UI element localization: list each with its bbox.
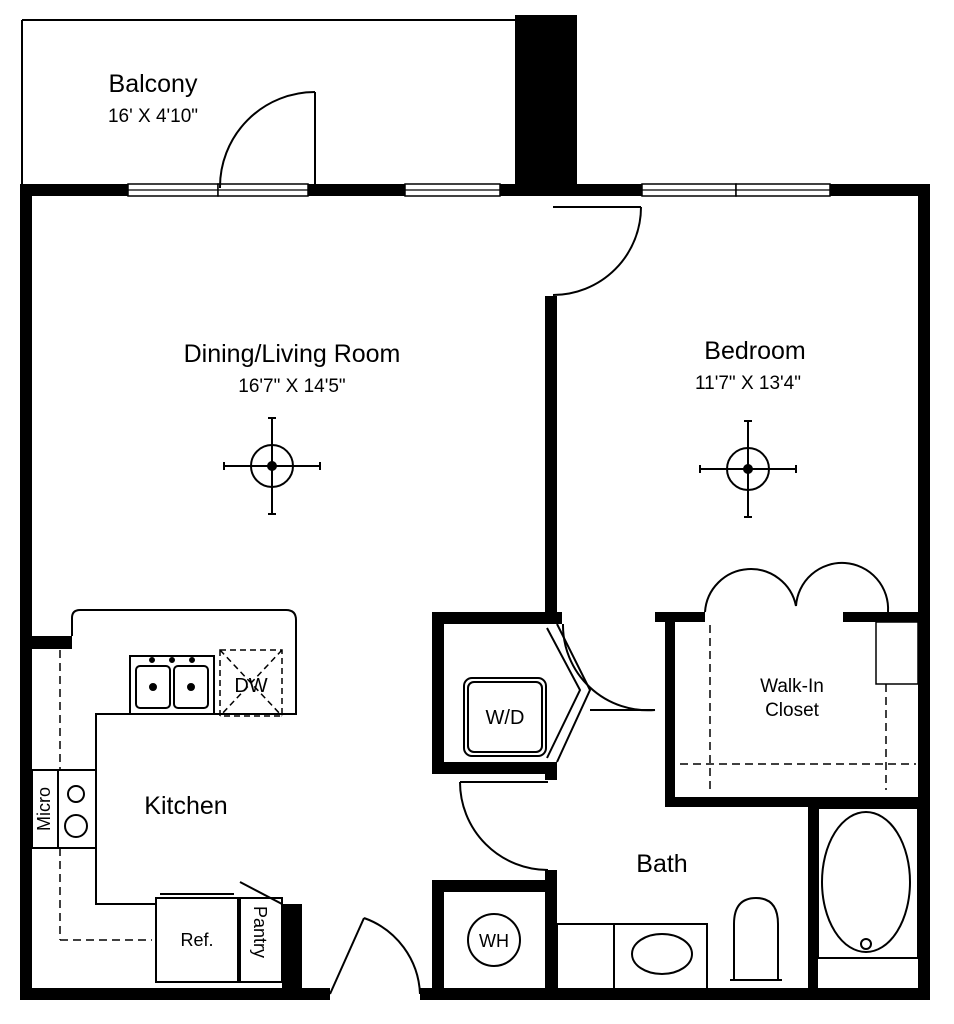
kitchen-name: Kitchen — [144, 792, 227, 820]
balcony-outline — [21, 19, 520, 185]
toilet — [730, 896, 782, 981]
living-room-name: Dining/Living Room — [184, 340, 401, 368]
ceiling-fan-icon — [223, 417, 321, 515]
pantry — [239, 881, 283, 983]
kitchen-sink — [129, 655, 215, 715]
closet-name-line2: Closet — [765, 700, 820, 721]
bath-name: Bath — [636, 850, 687, 878]
closet-shelf-box — [875, 621, 919, 685]
closet-name-line1: Walk-In — [760, 676, 824, 697]
refrigerator-label: Ref. — [180, 930, 213, 950]
washer-dryer-label: W/D — [486, 707, 525, 729]
water-heater — [467, 913, 521, 967]
bath-vanity — [556, 923, 708, 991]
wd-closet-door — [546, 623, 656, 763]
balcony-name: Balcony — [109, 70, 198, 98]
water-heater-label: WH — [479, 931, 509, 951]
balcony-dims: 16' X 4'10" — [108, 106, 198, 127]
micro-label: Micro — [34, 787, 54, 831]
bedroom-door — [552, 206, 642, 296]
balcony-door — [218, 91, 316, 189]
refrigerator — [155, 893, 239, 983]
ceiling-fan-icon — [699, 420, 797, 518]
kitchen-counter — [32, 609, 297, 905]
interior-walls — [432, 296, 925, 1000]
pantry-label: Pantry — [250, 906, 270, 958]
dishwasher-label: DW — [234, 675, 267, 697]
bedroom-name: Bedroom — [704, 337, 805, 365]
exterior-walls — [20, 184, 930, 1000]
entry-door — [329, 917, 421, 995]
closet-doors — [704, 561, 890, 613]
closet-shelves — [680, 625, 916, 790]
range — [31, 769, 97, 849]
kitchen-counter-edge — [59, 650, 152, 941]
living-room-dims: 16'7" X 14'5" — [238, 376, 345, 397]
bathtub — [817, 807, 919, 959]
balcony-column — [515, 15, 577, 190]
dishwasher — [219, 649, 283, 717]
washer-dryer — [463, 677, 547, 757]
bath-door — [459, 781, 549, 871]
bedroom-dims: 11'7" X 13'4" — [695, 373, 801, 394]
